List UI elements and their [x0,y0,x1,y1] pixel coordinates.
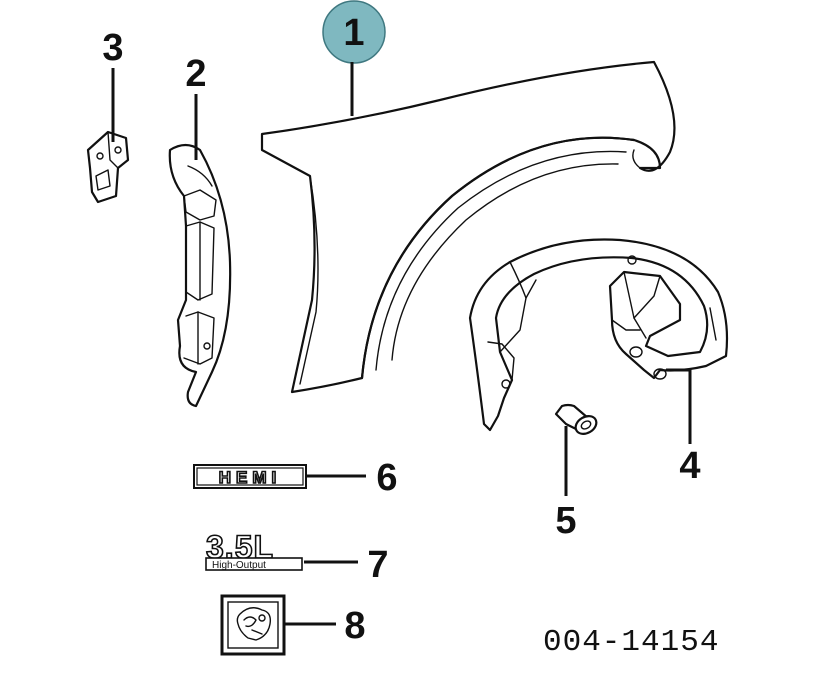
clip-bracket-part[interactable] [86,130,130,204]
callout-2[interactable]: 2 [185,53,206,95]
callout-5[interactable]: 5 [555,500,576,542]
hemi-emblem-text: HEMI [219,468,282,487]
callout-3-label: 3 [102,27,123,69]
hemi-emblem-part[interactable]: HEMI [193,464,307,489]
callout-2-label: 2 [185,53,206,95]
callout-1-highlight [322,0,386,64]
callout-8[interactable]: 8 [344,605,365,647]
fender-part[interactable] [260,60,676,394]
callout-4[interactable]: 4 [679,445,700,487]
callout-7-label: 7 [367,544,388,586]
ram-badge-part[interactable] [220,594,286,656]
callout-3[interactable]: 3 [102,27,123,69]
callout-1[interactable]: 1 [322,0,386,64]
leader-4 [666,368,692,444]
ram-head-icon [236,607,272,641]
callout-5-label: 5 [555,500,576,542]
drawing-number: 004-14154 [543,625,719,660]
push-pin-part[interactable] [554,403,600,437]
callout-4-label: 4 [679,445,700,487]
callout-6-label: 6 [376,457,397,499]
output-emblem-text: High-Output [212,560,266,571]
displacement-emblem-part[interactable]: 3.5L High-Output [205,528,303,571]
callout-8-label: 8 [344,605,365,647]
callout-7[interactable]: 7 [367,544,388,586]
wheelhouse-liner-part[interactable] [468,238,729,432]
callout-1-label: 1 [343,12,364,54]
bracket-part[interactable] [168,143,232,408]
callout-6[interactable]: 6 [376,457,397,499]
